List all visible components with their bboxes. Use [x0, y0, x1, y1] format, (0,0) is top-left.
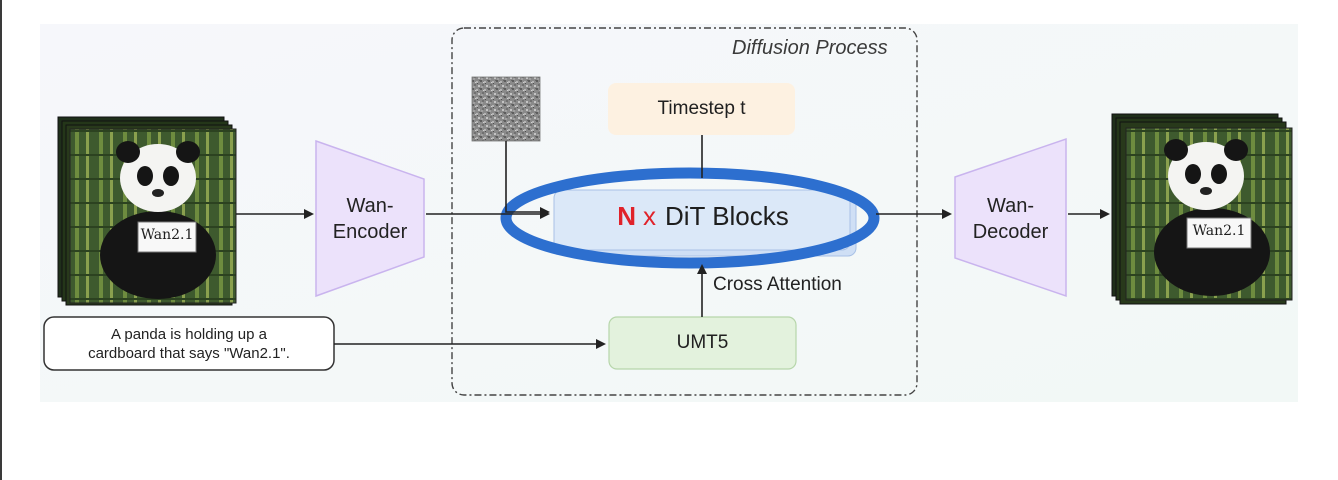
arrow-noise-to-dit [505, 141, 550, 217]
wan-decoder-label: Wan- Decoder [955, 193, 1066, 245]
wan-encoder-label: Wan- Encoder [316, 193, 424, 245]
wan-decoder-line1: Wan- [986, 195, 1035, 217]
left-border [0, 0, 2, 480]
prompt-line1: A panda is holding up a [111, 326, 267, 343]
wan-encoder-shape [315, 139, 425, 298]
dit-n-count: N [617, 200, 636, 231]
wan-encoder-line1: Wan- [346, 195, 394, 217]
output-card-text: Wan2.1 [1192, 223, 1246, 239]
dit-multiply-sign: x [643, 200, 656, 231]
diffusion-process-container [451, 27, 918, 396]
input-video-frames [57, 116, 237, 306]
noise-latent [471, 76, 541, 142]
umt5-label: UMT5 [676, 332, 729, 353]
prompt-text: A panda is holding up a cardboard that s… [46, 318, 332, 370]
timestep-box [608, 83, 795, 135]
input-card-text: Wan2.1 [140, 227, 194, 243]
wan-encoder-line2: Encoder [332, 221, 408, 243]
wan-decoder-shape [954, 137, 1067, 298]
highlight-ellipse [500, 167, 880, 269]
flow-arrows [236, 135, 1110, 349]
cross-attention-label: Cross Attention [713, 274, 842, 295]
prompt-line2: cardboard that says "Wan2.1". [88, 345, 290, 362]
diffusion-process-title: Diffusion Process [732, 37, 888, 59]
dit-blocks-label: N x DiT Blocks [556, 194, 850, 238]
dit-blocks-text: DiT Blocks [665, 200, 789, 231]
dit-block-front [553, 189, 851, 251]
wan-decoder-line2: Decoder [972, 221, 1049, 243]
timestep-label: Timestep t [657, 98, 746, 119]
output-video-frames [1111, 113, 1293, 305]
